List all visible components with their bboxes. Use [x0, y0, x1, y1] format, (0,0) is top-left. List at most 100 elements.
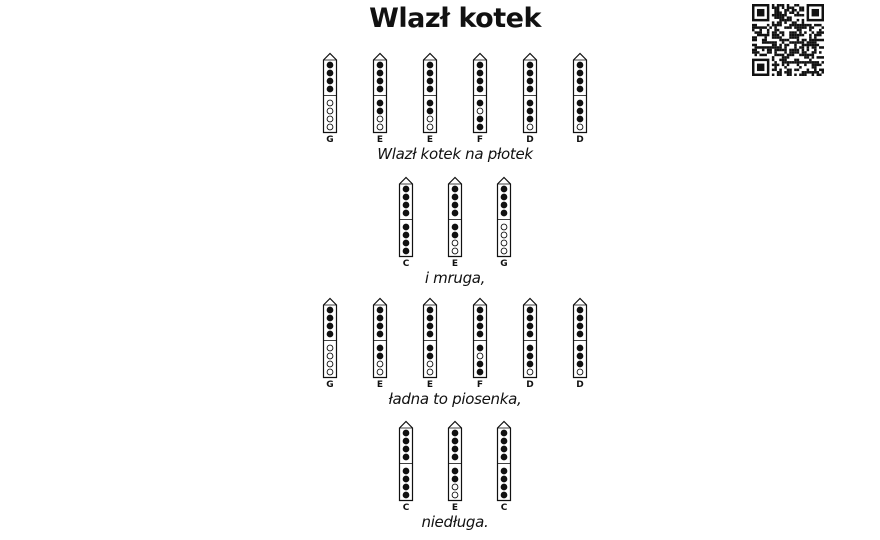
open-hole: [426, 123, 434, 131]
closed-hole: [326, 314, 334, 322]
note-label: D: [576, 135, 584, 145]
recorder-fingering-icon: [372, 297, 388, 379]
closed-hole: [476, 69, 484, 77]
note-diagram: E: [372, 297, 388, 390]
closed-hole: [500, 437, 508, 445]
open-hole: [526, 368, 534, 376]
open-hole: [326, 344, 334, 352]
closed-hole: [500, 491, 508, 499]
lyric-line: niedługa.: [421, 513, 489, 531]
note-label: D: [526, 380, 534, 390]
closed-hole: [451, 453, 459, 461]
closed-hole: [402, 185, 410, 193]
closed-hole: [576, 107, 584, 115]
closed-hole: [526, 322, 534, 330]
note-label: E: [426, 380, 434, 390]
closed-hole: [326, 77, 334, 85]
recorder-fingering-icon: [422, 52, 438, 134]
closed-hole: [451, 209, 459, 217]
closed-hole: [500, 201, 508, 209]
closed-hole: [526, 352, 534, 360]
open-hole: [326, 352, 334, 360]
closed-hole: [500, 445, 508, 453]
closed-hole: [576, 77, 584, 85]
recorder-fingering-icon: [372, 52, 388, 134]
open-hole: [376, 368, 384, 376]
closed-hole: [526, 99, 534, 107]
note-diagram: F: [472, 297, 488, 390]
closed-hole: [476, 115, 484, 123]
closed-hole: [476, 330, 484, 338]
open-hole: [576, 123, 584, 131]
note-diagram: E: [447, 420, 463, 513]
closed-hole: [526, 69, 534, 77]
closed-hole: [326, 322, 334, 330]
note-diagram: G: [322, 52, 338, 145]
note-label: F: [476, 135, 484, 145]
lyric-line: Wlazł kotek na płotek: [377, 145, 533, 163]
closed-hole: [500, 193, 508, 201]
note-label: G: [500, 259, 508, 269]
open-hole: [451, 483, 459, 491]
note-label: F: [476, 380, 484, 390]
closed-hole: [326, 306, 334, 314]
open-hole: [326, 99, 334, 107]
recorder-fingering-icon: [322, 297, 338, 379]
open-hole: [476, 107, 484, 115]
note-diagram: C: [398, 420, 414, 513]
closed-hole: [426, 61, 434, 69]
closed-hole: [376, 322, 384, 330]
closed-hole: [500, 467, 508, 475]
closed-hole: [476, 123, 484, 131]
closed-hole: [576, 61, 584, 69]
note-diagram: E: [422, 52, 438, 145]
qr-code-icon: [752, 4, 824, 76]
closed-hole: [376, 61, 384, 69]
closed-hole: [526, 85, 534, 93]
note-diagram: G: [322, 297, 338, 390]
note-label: E: [426, 135, 434, 145]
open-hole: [451, 247, 459, 255]
closed-hole: [576, 85, 584, 93]
note-diagram: D: [572, 52, 588, 145]
lyric-line: i mruga,: [424, 269, 486, 287]
note-label: E: [451, 259, 459, 269]
open-hole: [326, 368, 334, 376]
closed-hole: [576, 306, 584, 314]
closed-hole: [426, 306, 434, 314]
closed-hole: [451, 185, 459, 193]
closed-hole: [526, 314, 534, 322]
closed-hole: [426, 352, 434, 360]
closed-hole: [526, 107, 534, 115]
open-hole: [326, 115, 334, 123]
closed-hole: [376, 99, 384, 107]
closed-hole: [402, 483, 410, 491]
note-diagram: F: [472, 52, 488, 145]
closed-hole: [426, 99, 434, 107]
closed-hole: [402, 453, 410, 461]
closed-hole: [402, 193, 410, 201]
closed-hole: [451, 437, 459, 445]
closed-hole: [376, 85, 384, 93]
open-hole: [526, 123, 534, 131]
closed-hole: [526, 61, 534, 69]
closed-hole: [376, 330, 384, 338]
note-label: G: [326, 135, 334, 145]
closed-hole: [402, 239, 410, 247]
closed-hole: [426, 344, 434, 352]
closed-hole: [402, 475, 410, 483]
closed-hole: [500, 453, 508, 461]
note-label: E: [376, 135, 384, 145]
recorder-fingering-icon: [472, 297, 488, 379]
note-label: G: [326, 380, 334, 390]
open-hole: [500, 239, 508, 247]
closed-hole: [500, 475, 508, 483]
open-hole: [376, 360, 384, 368]
open-hole: [326, 123, 334, 131]
closed-hole: [376, 306, 384, 314]
note-diagram: E: [422, 297, 438, 390]
